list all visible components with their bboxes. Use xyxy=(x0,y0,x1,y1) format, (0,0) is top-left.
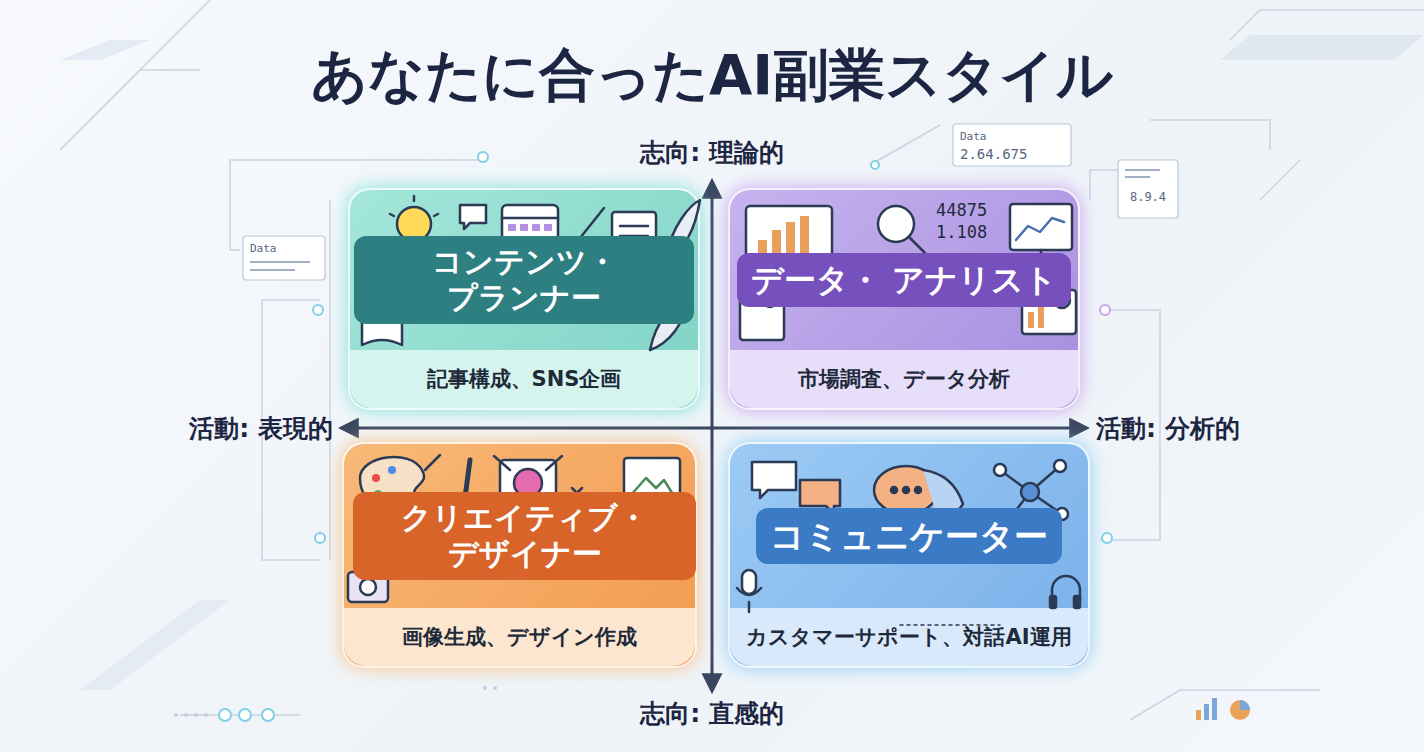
data-card-text: Data xyxy=(960,130,987,143)
panel-strip: 画像生成、デザイン作成 xyxy=(344,608,695,666)
style-panel: コンテンツ・ プランナー記事構成、SNS企画 xyxy=(348,188,700,410)
node-dots xyxy=(219,152,1112,721)
style-examples: 画像生成、デザイン作成 xyxy=(402,623,637,651)
label-wrap: 志向: 理論的 xyxy=(640,136,784,169)
data-card-value: 8.9.4 xyxy=(1130,190,1166,204)
panel-head: コンテンツ・ プランナー xyxy=(350,190,698,350)
planner-icons xyxy=(362,196,700,350)
panel-strip: 市場調査、データ分析 xyxy=(730,350,1078,408)
style-panel: データ・ アナリスト市場調査、データ分析 xyxy=(728,188,1080,410)
style-name: クリエイティブ・ デザイナー xyxy=(353,492,696,580)
analyst-icons xyxy=(740,204,1076,340)
data-card-text: Data xyxy=(250,242,277,255)
designer-icons xyxy=(348,455,680,602)
panel-head: データ・ アナリスト xyxy=(730,190,1078,350)
axis-label: 志向: 理論的 xyxy=(640,136,784,169)
chart-number: 1.108 xyxy=(936,222,987,242)
mini-chart xyxy=(1196,698,1250,720)
label-wrap: 44875 xyxy=(936,200,987,220)
label-wrap: 活動: 分析的 xyxy=(1096,412,1240,445)
label-wrap: Data xyxy=(960,130,987,143)
communicator-icons xyxy=(737,460,1080,625)
horizontal-axis xyxy=(342,427,1086,430)
axis-label: 活動: 表現的 xyxy=(189,412,333,445)
dot-row xyxy=(174,686,497,717)
label-wrap: 8.9.4 xyxy=(1130,190,1166,204)
chart-number: 44875 xyxy=(936,200,987,220)
panel-strip: 記事構成、SNS企画 xyxy=(350,350,698,408)
style-examples: 記事構成、SNS企画 xyxy=(427,365,622,393)
style-name: コンテンツ・ プランナー xyxy=(354,236,694,324)
circuit-lines xyxy=(60,0,1424,720)
vertical-axis xyxy=(711,182,714,690)
panel-strip: カスタマーサポート、対話AI運用 xyxy=(730,608,1088,666)
style-examples: カスタマーサポート、対話AI運用 xyxy=(746,623,1071,651)
decor-shapes xyxy=(60,35,1424,690)
style-examples: 市場調査、データ分析 xyxy=(798,365,1010,393)
label-wrap: 1.108 xyxy=(936,222,987,242)
style-panel: コミュニケーターカスタマーサポート、対話AI運用 xyxy=(728,442,1090,668)
style-panel: クリエイティブ・ デザイナー画像生成、デザイン作成 xyxy=(342,442,697,668)
panel-head: コミュニケーター xyxy=(730,444,1088,608)
style-name: コミュニケーター xyxy=(756,508,1062,565)
title: あなたに合ったAI副業スタイル xyxy=(311,38,1113,114)
style-name: データ・ アナリスト xyxy=(737,253,1071,307)
title-wrap: あなたに合ったAI副業スタイル xyxy=(311,38,1113,114)
axis-label: 活動: 分析的 xyxy=(1096,412,1240,445)
label-wrap: 2.64.675 xyxy=(960,146,1027,162)
label-wrap: 志向: 直感的 xyxy=(640,697,784,730)
axis-label: 志向: 直感的 xyxy=(640,697,784,730)
label-wrap: Data xyxy=(250,242,277,255)
data-card-value: 2.64.675 xyxy=(960,146,1027,162)
label-wrap: 活動: 表現的 xyxy=(189,412,333,445)
panel-head: クリエイティブ・ デザイナー xyxy=(344,444,695,608)
